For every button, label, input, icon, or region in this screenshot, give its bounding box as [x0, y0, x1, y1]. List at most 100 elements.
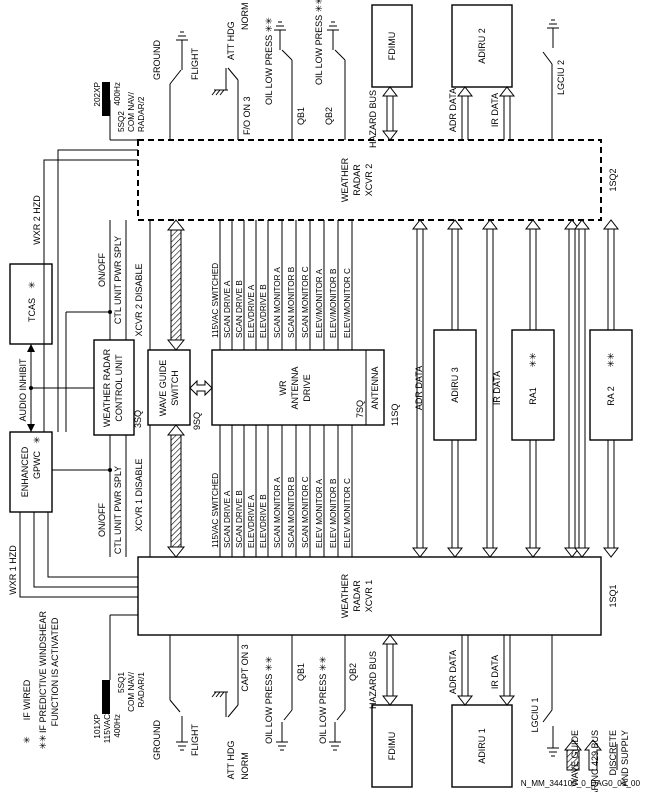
gpwc-label-2: GPWC	[32, 451, 42, 479]
arinc-bus	[456, 86, 474, 140]
cb-top-6: RADAR/2	[137, 96, 146, 132]
arinc-bus	[381, 634, 399, 706]
xcvr1-ref: 1SQ1	[608, 584, 618, 607]
ir-data-top-label: IR DATA	[490, 93, 500, 127]
legend-arinc-label: ARINC 429 BUS	[590, 730, 600, 792]
signal-label-bottom: SCAN DRIVE A	[223, 490, 232, 548]
arinc-bus	[498, 635, 516, 706]
xcvr2-label-3: XCVR 2	[364, 164, 374, 197]
ctl-pwr-top-label: CTL UNIT PWR SPLY	[113, 236, 123, 324]
signal-label-bottom: ELEVDRIVE A	[247, 494, 256, 548]
figure-code: N_MM_344100_0_DAG0_01_00	[521, 779, 641, 788]
ir-data-bottom-label: IR DATA	[490, 655, 500, 689]
arinc-bus	[446, 440, 464, 558]
switch-antenna-waveguide-arrow	[189, 379, 213, 397]
cb-top-5: COM NAV/	[127, 91, 136, 132]
hazard-bus-bottom-label: HAZARD BUS	[368, 651, 378, 709]
fdimu-top-box	[371, 4, 413, 88]
signal-label-bottom: ELEV MONITOR A	[315, 478, 324, 548]
legend-arinc-swatch	[583, 739, 603, 771]
arinc-bus	[498, 86, 516, 140]
wxr2-hzd-label: WXR 2 HZD	[32, 195, 42, 245]
signal-label-top: ELEVDRIVE B	[259, 284, 268, 338]
flight-bottom-label: FLIGHT	[190, 724, 200, 757]
bottom-switches	[169, 635, 559, 757]
flight-top-label: FLIGHT	[190, 47, 200, 80]
signal-label-bottom: 115VAC SWITCHED	[211, 473, 220, 548]
note2-text-1: IF PREDICTIVE WINDSHEAR	[38, 610, 48, 733]
signal-label-top: ELEVDRIVE A	[247, 284, 256, 338]
signal-label-top: ELEV/MONITOR C	[343, 268, 352, 338]
signal-label-top: ELEV/MONITOR B	[329, 268, 338, 338]
adiru3-label: ADIRU 3	[450, 367, 460, 403]
antenna-drive-label-2: ANTENNA	[290, 366, 300, 409]
xcvr1-label-1: WEATHER	[340, 573, 350, 618]
wxr1-hzd-label: WXR 1 HZD	[8, 545, 18, 595]
antenna-ref-7sq: 7SQ	[355, 400, 365, 418]
fdimu-top-label: FDIMU	[387, 32, 397, 61]
antenna-label: ANTENNA	[370, 366, 380, 409]
qb1-bottom-label: QB1	[296, 663, 306, 681]
ra2-label: RA 2	[606, 386, 616, 406]
top-switches	[169, 19, 559, 140]
adr-data-bottom-label: ADR DATA	[448, 650, 458, 694]
arinc-bus	[381, 86, 399, 141]
signal-label-top: SCAN MONITOR A	[273, 267, 282, 338]
tcas-label: TCAS	[27, 298, 37, 322]
note1-text: IF WIRED	[22, 679, 32, 720]
xcvr1-label-3: XCVR 1	[364, 580, 374, 613]
fdimu-bottom-box	[371, 704, 413, 788]
waveguide-label-1: WAVE GUIDE	[158, 360, 168, 417]
legend-waveguide-label: WAVE GUIDE	[570, 730, 580, 787]
gpwc-label-1: ENHANCED	[20, 446, 30, 497]
ctl-pwr-bottom-label: CTL UNIT PWR SPLY	[113, 466, 123, 554]
legend	[563, 739, 618, 771]
onoff-bottom-label: ON/OFF	[97, 503, 107, 537]
control-unit-label-2: CONTROL UNIT	[114, 354, 124, 422]
legend-discrete-label-1: DISCRETE	[608, 730, 618, 776]
weather-radar-xcvr2-box	[137, 139, 602, 221]
arinc-bus	[446, 219, 464, 330]
cb-top-4: 5SQ2	[117, 111, 126, 132]
signal-label-bottom: ELEVDRIVE B	[259, 494, 268, 548]
tcas-box	[9, 263, 53, 345]
hazard-bus-top-label: HAZARD BUS	[368, 90, 378, 148]
audio-inhibit-label: AUDIO INHIBIT	[18, 358, 28, 422]
ra1-star: ✳✳	[528, 352, 538, 368]
xcvr1-disable-label: XCVR 1 DISABLE	[134, 458, 144, 531]
cb-top-2: 115VAC	[103, 82, 112, 111]
arinc-bus	[602, 219, 620, 330]
ir-data-mid-label: IR DATA	[492, 371, 502, 405]
adiru2-label: ADIRU 2	[477, 28, 487, 64]
wave-guide-switch-box	[147, 349, 191, 426]
signal-label-bottom: ELEV MONITOR C	[343, 478, 352, 548]
signal-label-bottom: SCAN MONITOR B	[287, 476, 296, 548]
adr-data-top-label: ADR DATA	[448, 88, 458, 132]
arinc-bus	[563, 219, 581, 558]
ra1-box	[511, 329, 555, 441]
tcas-star: ✳	[27, 281, 37, 289]
adiru1-label: ADIRU 1	[477, 728, 487, 764]
arinc-bus	[411, 219, 429, 558]
signal-label-bottom: SCAN MONITOR C	[301, 476, 310, 548]
cb-bottom-3: 400Hz	[113, 714, 122, 738]
adiru3-box	[433, 329, 477, 441]
antenna-drive-label-3: DRIVE	[302, 374, 312, 402]
enhanced-gpwc-box	[9, 431, 53, 513]
signal-label-bottom: SCAN MONITOR A	[273, 477, 282, 548]
note2-text-2: FUNCTION IS ACTIVATED	[50, 617, 60, 726]
left-wiring	[19, 82, 151, 714]
xcvr2-disable-label: XCVR 2 DISABLE	[134, 263, 144, 336]
waveguide-label-2: SWITCH	[170, 370, 180, 406]
ra2-box	[589, 329, 633, 441]
antenna-drive-label-1: WR	[278, 380, 288, 395]
signal-label-top: 115VAC SWITCHED	[211, 263, 220, 338]
note1-mark: ✳	[22, 736, 32, 744]
ra1-label: RA1	[528, 387, 538, 405]
adiru1-box	[451, 704, 513, 788]
signal-label-top: SCAN DRIVE A	[223, 280, 232, 338]
ra2-star: ✳✳	[606, 352, 616, 368]
cb-bottom-4: 5SQ1	[117, 672, 126, 693]
